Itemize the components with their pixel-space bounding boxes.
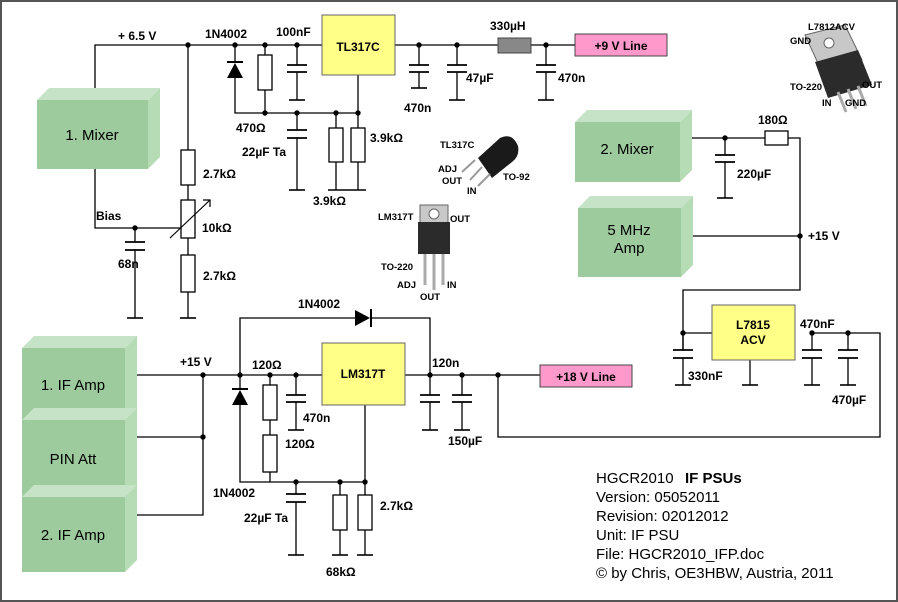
label-r-bot-27k: 2.7kΩ <box>380 499 413 513</box>
pkg-lm317t-adj: ADJ <box>397 280 416 291</box>
info-file: File: HGCR2010_IFP.doc <box>596 546 765 563</box>
label-d-top: 1N4002 <box>205 27 247 41</box>
block-if-amp2-label: 2. IF Amp <box>41 527 105 544</box>
block-5mhz-label-1: 5 MHz <box>607 222 650 239</box>
label-r-top-470: 470Ω <box>236 121 266 135</box>
label-c-bot-ta: 22µF Ta <box>244 511 288 525</box>
label-c-7815-in: 330nF <box>688 369 723 383</box>
label-pot-bias: 10kΩ <box>202 221 232 235</box>
pkg-tl317c-in: IN <box>467 186 477 197</box>
block-mixer2 <box>575 110 692 182</box>
package-to220-l7812 <box>804 24 872 113</box>
label-c-top-out2: 47µF <box>466 71 494 85</box>
pkg-l7812-label: L7812ACV <box>808 22 856 33</box>
reg-l7815-label-2: ACV <box>740 333 765 347</box>
label-c-7815-out1: 470nF <box>800 317 835 331</box>
regulator-lm317t <box>321 342 406 406</box>
pkg-l7812-gnd2: GND <box>845 98 866 109</box>
label-r-bot-120b: 120Ω <box>285 437 315 451</box>
label-bias: Bias <box>96 209 122 223</box>
block-if-amp2 <box>22 485 137 572</box>
pkg-tl317c-out: OUT <box>442 176 462 187</box>
pkg-tl317c-to92: TO-92 <box>503 172 530 183</box>
label-r-top-39b: 3.9kΩ <box>313 194 346 208</box>
label-c-7815-out2: 470µF <box>832 393 866 407</box>
block-pin-att <box>22 408 137 497</box>
label-c-bot-470n: 470n <box>303 411 330 425</box>
capacitors <box>125 64 858 503</box>
label-r-bot-68k: 68kΩ <box>326 565 356 579</box>
info-copyright: © by Chris, OE3HBW, Austria, 2011 <box>596 565 834 582</box>
label-r-top-39a: 3.9kΩ <box>370 131 403 145</box>
label-r-bot-120a: 120Ω <box>252 358 282 372</box>
label-r-bias-27a: 2.7kΩ <box>203 167 236 181</box>
label-r-bias-27b: 2.7kΩ <box>203 269 236 283</box>
pkg-l7812-in: IN <box>822 98 832 109</box>
reg-tl317c-label: TL317C <box>336 40 380 54</box>
label-r-mix2: 180Ω <box>758 113 788 127</box>
package-to92-tl317c <box>461 136 519 187</box>
info-revision: Revision: 02012012 <box>596 508 729 525</box>
label-d-bot-left: 1N4002 <box>213 486 255 500</box>
regulator-l7815 <box>711 304 796 361</box>
label-l-top: 330µH <box>490 19 526 33</box>
reg-lm317t-label: LM317T <box>341 367 386 381</box>
regulator-tl317c <box>321 14 396 76</box>
block-pin-att-label: PIN Att <box>50 451 98 468</box>
package-to220-lm317t <box>418 204 450 290</box>
label-right-rail: +15 V <box>808 229 840 243</box>
output-18v-box <box>539 364 633 388</box>
label-top-rail: + 6.5 V <box>118 29 156 43</box>
pkg-tl317c-adj: ADJ <box>438 164 457 175</box>
info-title-a: HGCR2010 <box>596 470 674 487</box>
junction-dots <box>132 42 851 485</box>
diodes <box>227 61 372 405</box>
inductor-330uh <box>497 37 532 54</box>
block-if-amp1-label: 1. IF Amp <box>41 377 105 394</box>
info-unit: Unit: IF PSU <box>596 527 679 544</box>
label-c-top-in: 100nF <box>276 25 311 39</box>
resistors <box>169 54 789 531</box>
pkg-lm317t-out: OUT <box>450 214 470 225</box>
label-d-bot-top: 1N4002 <box>298 297 340 311</box>
output-9v-label: +9 V Line <box>594 39 647 53</box>
info-title-b: IF PSUs <box>685 470 742 487</box>
info-version: Version: 05052011 <box>596 489 720 506</box>
pkg-lm317t-in: IN <box>447 280 457 291</box>
pkg-l7812-gnd: GND <box>790 36 811 47</box>
label-c-bias: 68n <box>118 257 139 271</box>
block-5mhz-label-2: Amp <box>614 240 645 257</box>
pkg-l7812-to220: TO-220 <box>790 82 822 93</box>
block-mixer1 <box>37 88 160 169</box>
block-mixer2-label: 2. Mixer <box>600 141 653 158</box>
block-mixer1-label: 1. Mixer <box>65 127 118 144</box>
pkg-lm317t-out2: OUT <box>420 292 440 303</box>
pkg-l7812-out: OUT <box>862 80 882 91</box>
label-c-mix2: 220µF <box>737 167 771 181</box>
pkg-lm317t-label: LM317T <box>378 212 414 223</box>
label-if-rail: +15 V <box>180 355 212 369</box>
label-c-top-out3: 470n <box>558 71 585 85</box>
label-c-top-ta: 22µF Ta <box>242 145 286 159</box>
block-5mhz-amp <box>578 196 693 277</box>
output-18v-label: +18 V Line <box>556 370 616 384</box>
top-section-wires <box>94 44 801 350</box>
pkg-lm317t-to220: TO-220 <box>381 262 413 273</box>
label-c-bot-150: 150µF <box>448 434 482 448</box>
pkg-tl317c-label: TL317C <box>440 140 474 151</box>
reg-l7815-label-1: L7815 <box>736 318 770 332</box>
ground-symbols <box>127 87 856 556</box>
label-c-top-out1: 470n <box>404 101 431 115</box>
output-9v-box <box>574 33 668 57</box>
label-c-bot-120n: 120n <box>432 356 459 370</box>
